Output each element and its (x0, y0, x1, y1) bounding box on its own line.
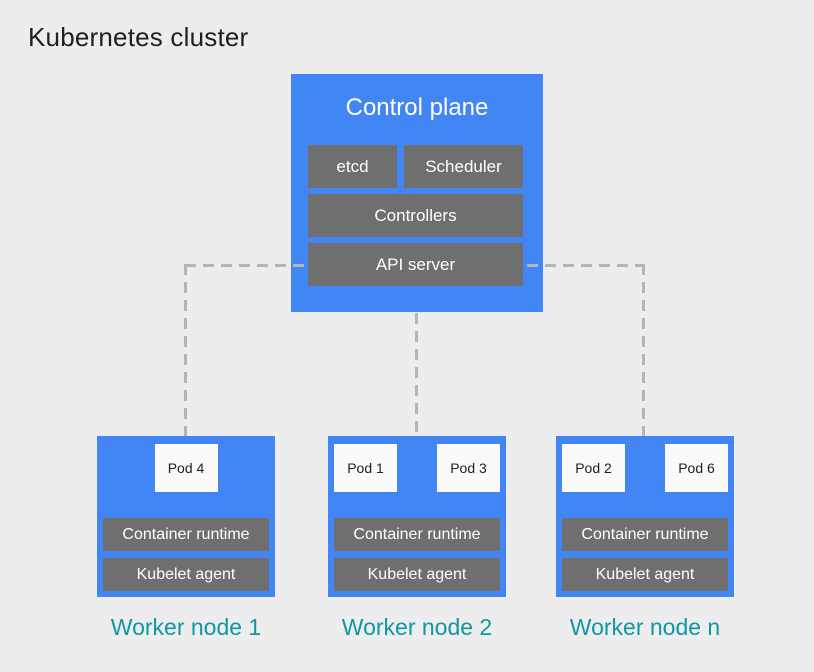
pod: Pod 4 (154, 444, 218, 492)
controllers-component: Controllers (308, 194, 523, 237)
worker-node-1-box: Pod 4 Container runtime Kubelet agent (97, 436, 275, 597)
worker-node-n-box: Pod 2 Pod 6 Container runtime Kubelet ag… (556, 436, 734, 597)
connector-to-worker-1 (184, 264, 187, 436)
api-server-component: API server (308, 243, 523, 286)
container-runtime-component: Container runtime (562, 518, 728, 551)
pod: Pod 2 (562, 444, 625, 492)
control-plane-title: Control plane (345, 94, 489, 121)
container-runtime-component: Container runtime (334, 518, 500, 551)
pod-row: Pod 2 Pod 6 (556, 444, 734, 492)
control-plane-box: Control plane etcd Scheduler Controllers… (291, 74, 543, 312)
etcd-component: etcd (308, 145, 397, 188)
kubelet-agent-component: Kubelet agent (103, 558, 269, 591)
connector-to-worker-2 (415, 313, 418, 436)
container-runtime-component: Container runtime (103, 518, 269, 551)
worker-node-2-label: Worker node 2 (341, 614, 493, 640)
diagram-title: Kubernetes cluster (28, 22, 249, 52)
pod-row: Pod 1 Pod 3 (328, 444, 506, 492)
pod-row: Pod 4 (97, 444, 275, 492)
scheduler-component: Scheduler (404, 145, 523, 188)
worker-node-2-box: Pod 1 Pod 3 Container runtime Kubelet ag… (328, 436, 506, 597)
pod: Pod 3 (437, 444, 500, 492)
worker-node-n-label: Worker node n (569, 614, 721, 640)
connector-to-worker-n (642, 264, 645, 436)
pod: Pod 1 (334, 444, 397, 492)
pod: Pod 6 (665, 444, 728, 492)
worker-node-1-label: Worker node 1 (110, 614, 262, 640)
kubelet-agent-component: Kubelet agent (334, 558, 500, 591)
kubelet-agent-component: Kubelet agent (562, 558, 728, 591)
